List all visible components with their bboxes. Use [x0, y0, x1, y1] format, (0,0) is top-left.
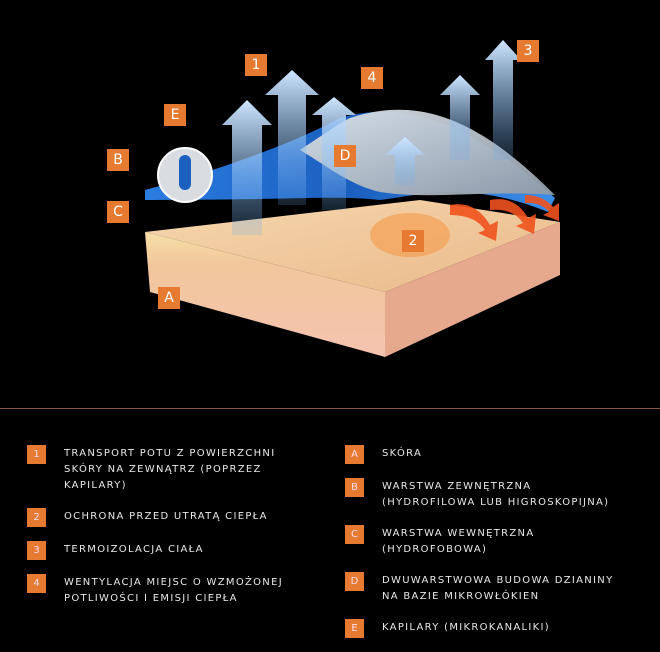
legend-badge: E — [345, 619, 364, 638]
legend-functions: 1 TRANSPORT POTU Z POWIERZCHNI SKÓRY NA Z… — [27, 445, 327, 621]
legend-layers: A SKÓRA B WARSTWA ZEWNĘTRZNA (HYDROFILOWA … — [345, 445, 655, 652]
legend-badge: D — [345, 572, 364, 591]
legend-text: WARSTWA WEWNĘTRZNA (HYDROFOBOWA) — [382, 528, 535, 555]
legend-badge: 1 — [27, 445, 46, 464]
legend-item: 2 OCHRONA PRZED UTRATĄ CIEPŁA — [27, 508, 327, 527]
heat-arrows — [450, 195, 559, 241]
legend-item: C WARSTWA WEWNĘTRZNA (HYDROFOBOWA) — [345, 525, 655, 558]
legend-badge: 2 — [27, 508, 46, 527]
legend-text: DWUWARSTWOWA BUDOWA DZIANINY NA BAZIE MI… — [382, 575, 614, 602]
legend-text: WENTYLACJA MIEJSC O WZMOŻONEJ POTLIWOŚCI… — [64, 577, 283, 604]
legend-item: E KAPILARY (MIKROKANALIKI) — [345, 619, 655, 638]
legend-item: D DWUWARSTWOWA BUDOWA DZIANINY NA BAZIE M… — [345, 572, 655, 605]
legend-text: TERMOIZOLACJA CIAŁA — [64, 544, 204, 555]
diagram-label-A: A — [158, 287, 180, 309]
skin-block — [145, 200, 560, 357]
legend-item: 1 TRANSPORT POTU Z POWIERZCHNI SKÓRY NA Z… — [27, 445, 327, 494]
legend-badge: 3 — [27, 541, 46, 560]
legend-text: SKÓRA — [382, 448, 423, 459]
diagram-illustration — [145, 40, 560, 357]
legend-text: OCHRONA PRZED UTRATĄ CIEPŁA — [64, 511, 268, 522]
legend-text: WARSTWA ZEWNĘTRZNA (HYDROFILOWA LUB HIGR… — [382, 481, 610, 508]
diagram-label-2: 2 — [402, 230, 424, 252]
diagram-label-D: D — [334, 145, 356, 167]
legend-text: TRANSPORT POTU Z POWIERZCHNI SKÓRY NA ZE… — [64, 448, 276, 491]
legend-item: 3 TERMOIZOLACJA CIAŁA — [27, 541, 327, 560]
legend-badge: 4 — [27, 574, 46, 593]
diagram-label-1: 1 — [245, 54, 267, 76]
legend-item: B WARSTWA ZEWNĘTRZNA (HYDROFILOWA LUB HIG… — [345, 478, 655, 511]
legend-item: A SKÓRA — [345, 445, 655, 464]
diagram-label-E: E — [164, 104, 186, 126]
diagram-label-B: B — [107, 149, 129, 171]
legend-badge: B — [345, 478, 364, 497]
legend-text: KAPILARY (MIKROKANALIKI) — [382, 622, 550, 633]
legend-badge: C — [345, 525, 364, 544]
diagram-label-4: 4 — [361, 67, 383, 89]
diagram-label-C: C — [107, 201, 129, 223]
fabric-layers-diagram: 1 2 3 4 A B C D E — [107, 40, 560, 357]
legend-item: 4 WENTYLACJA MIEJSC O WZMOŻONEJ POTLIWOŚC… — [27, 574, 327, 607]
legend-badge: A — [345, 445, 364, 464]
divider — [0, 408, 660, 409]
diagram-label-3: 3 — [517, 40, 539, 62]
